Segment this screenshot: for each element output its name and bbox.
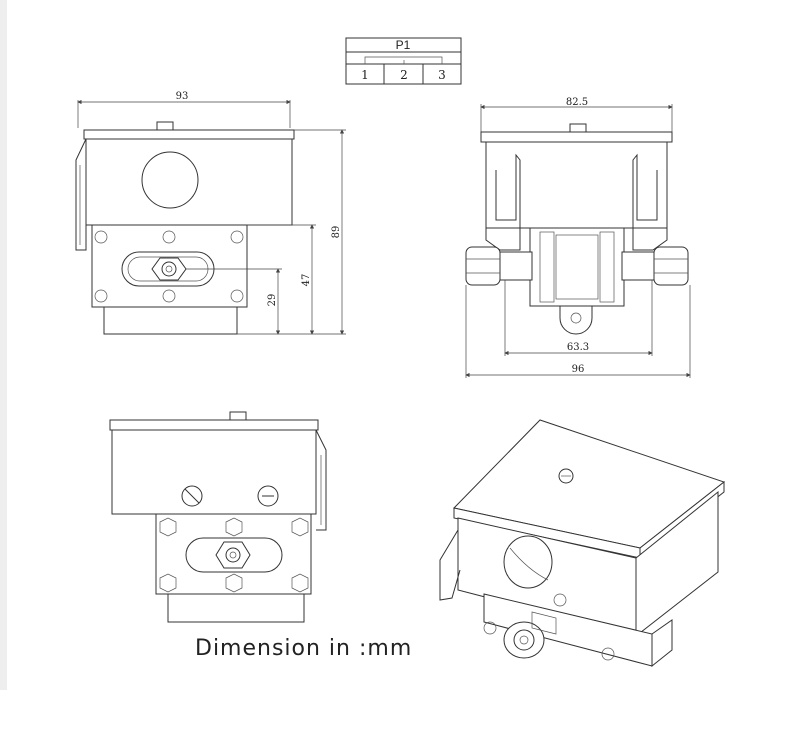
dim-width-82-5: 82.5 (566, 97, 588, 108)
dim-height-29: 29 (267, 294, 278, 307)
pin-table-title: P1 (396, 38, 411, 52)
rear-screws (159, 517, 309, 593)
rear-view (109, 411, 327, 623)
dim-width-63-3: 63.3 (567, 342, 589, 353)
dim-width-96: 96 (572, 364, 585, 375)
isometric-view (439, 419, 726, 668)
pin-label-1: 1 (361, 68, 369, 82)
dimension-caption: Dimension in :mm (195, 636, 413, 661)
pin-label-3: 3 (438, 68, 446, 82)
pin-table: P1 1 2 3 (345, 37, 462, 85)
front-screws (94, 230, 244, 303)
pin-label-2: 2 (400, 68, 408, 82)
dim-width-93: 93 (176, 91, 189, 102)
side-view: 82.5 63.3 96 (465, 97, 691, 378)
page-edge-strip (0, 0, 7, 690)
front-view: 93 89 (75, 91, 346, 335)
dim-height-47: 47 (301, 274, 312, 287)
dim-height-89: 89 (331, 226, 342, 239)
